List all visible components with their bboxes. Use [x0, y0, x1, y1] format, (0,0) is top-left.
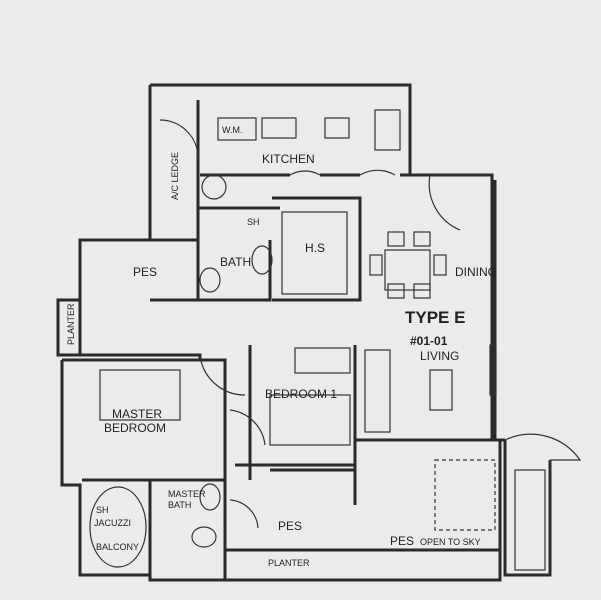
label-planter-bottom: PLANTER	[268, 558, 310, 568]
label-bedroom-1: BEDROOM 1	[265, 387, 337, 401]
label-unit-type: TYPE E	[405, 308, 465, 327]
label-master-bath-1: MASTER	[168, 489, 206, 499]
label-jacuzzi: JACUZZI	[94, 518, 131, 528]
label-pes-open: PES	[390, 534, 414, 548]
label-shower: SH	[247, 217, 260, 227]
label-household-shelter: H.S	[305, 241, 325, 255]
label-master-bath-2: BATH	[168, 500, 191, 510]
label-dining: DINING	[455, 265, 497, 279]
label-planter-left: PLANTER	[66, 303, 76, 345]
label-wm: W.M.	[222, 125, 243, 135]
room-labels: W.M. KITCHEN A/C LEDGE SH H.S BATH PES D…	[66, 125, 497, 568]
label-unit-number: #01-01	[410, 334, 448, 348]
label-living: LIVING	[420, 349, 459, 363]
doors	[159, 119, 582, 529]
label-master-bedroom-1: MASTER	[112, 407, 162, 421]
label-balcony: BALCONY	[96, 542, 139, 552]
label-master-bedroom-2: BEDROOM	[104, 421, 166, 435]
label-open-to-sky: OPEN TO SKY	[420, 537, 481, 547]
label-pes-top: PES	[133, 265, 157, 279]
fixtures	[89, 109, 546, 571]
label-kitchen: KITCHEN	[262, 152, 315, 166]
label-bath: BATH	[220, 255, 251, 269]
label-ac-ledge: A/C LEDGE	[170, 152, 180, 200]
label-pes-bottom: PES	[278, 519, 302, 533]
label-jacuzzi-sh: SH	[96, 505, 109, 515]
